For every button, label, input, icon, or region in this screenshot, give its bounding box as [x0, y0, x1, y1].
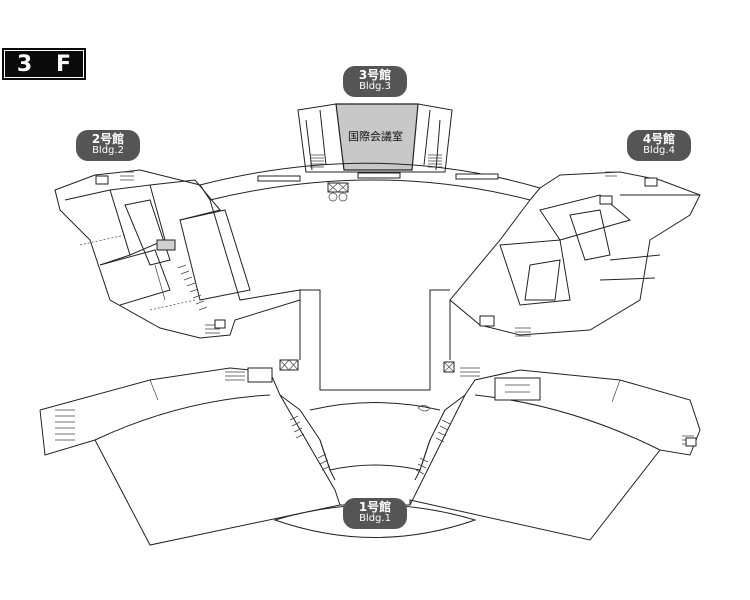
building-1-en: Bldg.1 [359, 512, 391, 524]
building-4-label[interactable]: 4号館 Bldg.4 [627, 130, 691, 161]
room-bldg2-shaded [156, 239, 176, 251]
building-4-name: 4号館 [642, 132, 676, 146]
building-3-name: 3号館 [358, 68, 392, 82]
building-1-outline [39, 367, 701, 546]
international-conference-room[interactable] [335, 103, 419, 171]
floor-number: 3 [16, 51, 33, 77]
building-1-label[interactable]: 1号館 Bldg.1 [343, 498, 407, 529]
building-2-name: 2号館 [91, 132, 125, 146]
building-1-name: 1号館 [358, 500, 392, 514]
stairs-bldg3 [310, 154, 442, 168]
building-3-label[interactable]: 3号館 Bldg.3 [343, 66, 407, 97]
building-2-outline [54, 169, 301, 339]
building-2-label[interactable]: 2号館 Bldg.2 [76, 130, 140, 161]
building-4-en: Bldg.4 [643, 144, 675, 156]
central-corridor [199, 162, 541, 202]
building-2-en: Bldg.2 [92, 144, 124, 156]
building-3-en: Bldg.3 [359, 80, 391, 92]
floor-suffix: F [56, 51, 72, 77]
floor-indicator-badge: 3 F [2, 48, 86, 80]
building-4-outline [449, 171, 701, 337]
international-conference-room-label: 国際会議室 [348, 130, 403, 143]
central-atrium [279, 289, 455, 391]
